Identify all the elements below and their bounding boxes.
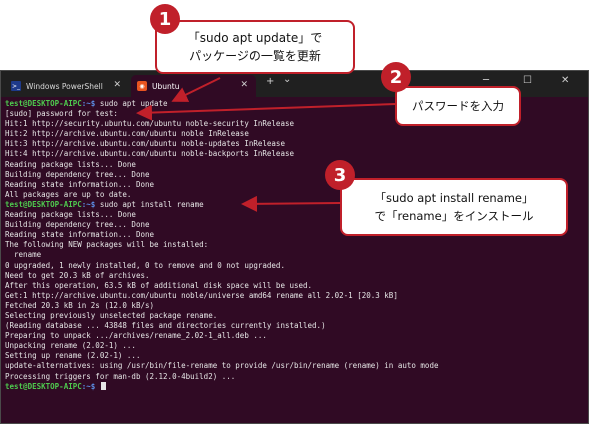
close-icon[interactable]: ✕ [240,80,248,90]
prompt-path: :~$ [81,99,100,108]
callout-text: 「sudo apt update」で [187,31,323,45]
callout-text: パッケージの一覧を更新 [189,49,321,63]
output-line: Hit:3 http://archive.ubuntu.com/ubuntu n… [5,139,285,149]
callout-text: で「rename」をインストール [374,209,534,223]
step-badge-1: 1 [150,4,180,34]
output-line: Get:1 http://archive.ubuntu.com/ubuntu n… [5,290,398,300]
arrow-2 [136,103,397,121]
output-line: Reading package lists... Done [5,159,136,169]
output-line: After this operation, 63.5 kB of additio… [5,280,313,290]
title-bar: >_ Windows PowerShell ✕ ◉ Ubuntu ✕ + ⌄ ─… [1,71,588,97]
output-line: Preparing to unpack .../archives/rename_… [5,331,267,341]
output-line: The following NEW packages will be insta… [5,240,209,250]
callout-3: 「sudo apt install rename」 で「rename」をインスト… [340,178,568,236]
new-tab-button[interactable]: + [266,76,275,87]
output-line: Unpacking rename (2.02-1) ... [5,341,136,351]
close-window-button[interactable]: ✕ [561,75,570,86]
step-badge-2: 2 [381,62,411,92]
output-line: update-alternatives: using /usr/bin/file… [5,361,439,371]
prompt-line: test@DESKTOP-AIPC:~$ sudo apt install re… [5,200,583,210]
callout-text: 「sudo apt install rename」 [374,191,534,205]
callout-2: パスワードを入力 [395,86,521,126]
prompt-user: test@DESKTOP-AIPC [5,99,82,108]
terminal-output[interactable]: test@DESKTOP-AIPC:~$ sudo apt update[sud… [5,99,583,421]
output-line: Hit:4 http://archive.ubuntu.com/ubuntu n… [5,149,294,159]
output-line: [sudo] password for test: [5,109,118,119]
tab-label: Windows PowerShell [26,81,103,91]
arrow-3 [241,195,341,212]
callout-1: 「sudo apt update」で パッケージの一覧を更新 [155,20,355,74]
arrow-1 [171,77,221,102]
output-line: Need to get 20.3 kB of archives. [5,270,150,280]
prompt-line: test@DESKTOP-AIPC:~$ [5,381,583,392]
chevron-down-icon[interactable]: ⌄ [283,74,292,85]
cursor [100,381,106,390]
output-line: Setting up rename (2.02-1) ... [5,351,141,361]
command-text: sudo apt update [99,99,168,108]
output-line: (Reading database ... 43848 files and di… [5,321,326,331]
minimize-button[interactable]: ─ [483,75,490,86]
output-line: Processing triggers for man-db (2.12.0-4… [5,371,236,381]
output-line: Building dependency tree... Done [5,169,150,179]
tab-ubuntu[interactable]: ◉ Ubuntu ✕ [131,75,256,97]
output-line: All packages are up to date. [5,189,132,199]
output-line: Hit:2 http://archive.ubuntu.com/ubuntu n… [5,129,249,139]
callout-text: パスワードを入力 [412,99,504,113]
output-line: Selecting previously unselected package … [5,310,218,320]
output-line: Reading state information... Done [5,179,155,189]
tab-windows-powershell[interactable]: >_ Windows PowerShell ✕ [5,75,129,97]
step-badge-3: 3 [325,160,355,190]
output-line: Building dependency tree... Done [5,220,150,230]
output-line: Fetched 20.3 kB in 2s (12.0 kB/s) [5,300,155,310]
prompt-user: test@DESKTOP-AIPC [5,381,82,391]
tab-label: Ubuntu [152,81,180,91]
prompt-path: :~$ [81,199,100,209]
ubuntu-icon: ◉ [137,81,147,91]
output-line: 0 upgraded, 1 newly installed, 0 to remo… [5,260,285,270]
terminal-window: >_ Windows PowerShell ✕ ◉ Ubuntu ✕ + ⌄ ─… [0,70,589,424]
prompt-user: test@DESKTOP-AIPC [5,199,82,209]
output-line: Hit:1 http://security.ubuntu.com/ubuntu … [5,119,294,129]
prompt-path: :~$ [81,381,100,391]
close-icon[interactable]: ✕ [113,80,121,90]
output-line: rename [5,250,42,260]
prompt-line: test@DESKTOP-AIPC:~$ sudo apt update [5,99,583,109]
command-text: sudo apt install rename [99,199,204,209]
maximize-button[interactable]: ☐ [523,75,532,86]
output-line: Reading state information... Done [5,230,155,240]
powershell-icon: >_ [11,81,21,91]
output-line: Reading package lists... Done [5,210,136,220]
